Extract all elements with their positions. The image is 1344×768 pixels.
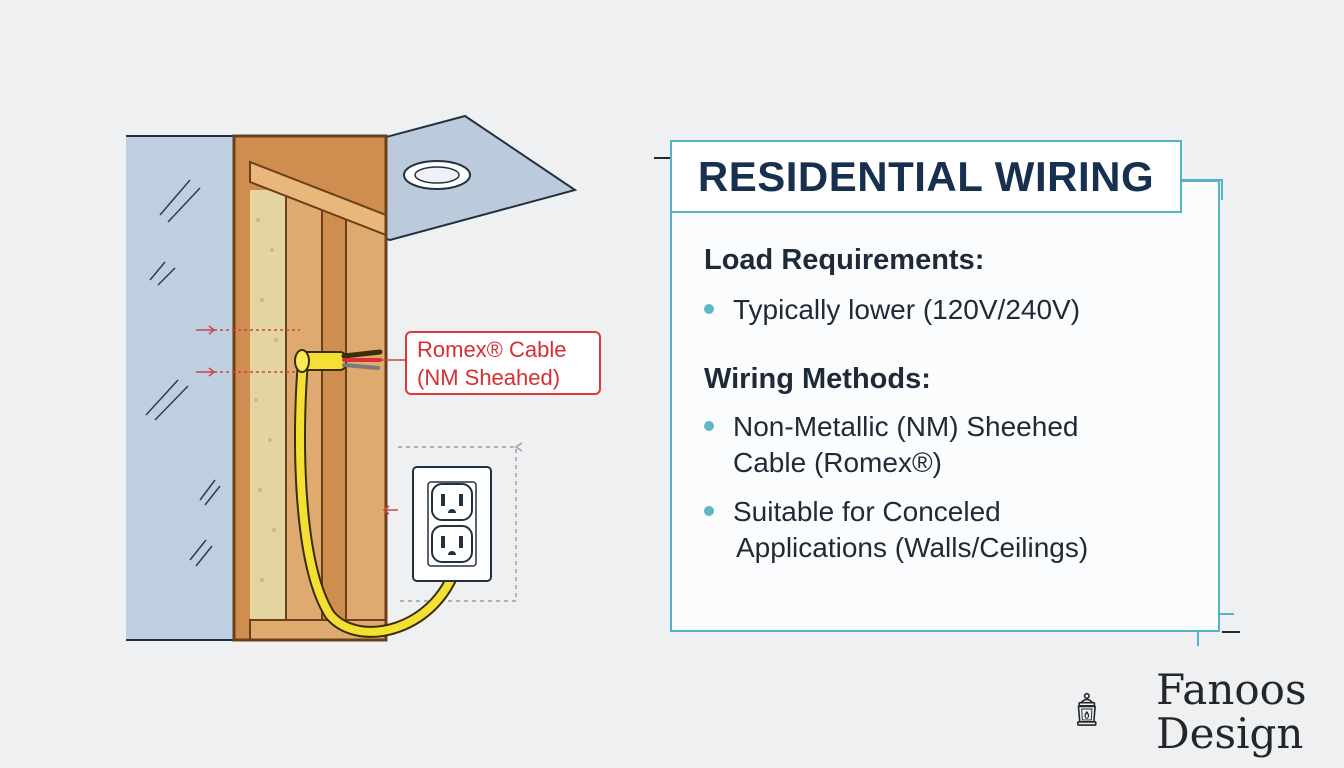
lantern-icon xyxy=(1077,692,1097,726)
bullet-dot-icon xyxy=(704,506,714,516)
bullet-item: Suitable for Conceled Applications (Wall… xyxy=(704,494,1088,566)
bullet-item: Non-Metallic (NM) Sheehed Cable (Romex®) xyxy=(704,409,1078,481)
callout-line: (NM Sheahed) xyxy=(417,365,561,390)
drywall-glare-marks xyxy=(145,179,221,567)
section-load-requirements: Load Requirements: xyxy=(704,244,984,277)
ceiling-light-fixture xyxy=(403,160,471,190)
bullet-text: Cable (Romex®) xyxy=(733,447,942,478)
bullet-text: Typically lower (120V/240V) xyxy=(733,294,1081,325)
brand-line: Fanoos xyxy=(1156,665,1307,714)
section-heading: Wiring Methods: xyxy=(704,363,931,395)
outlet-dimension-lines xyxy=(398,446,517,602)
title-box: RESIDENTIAL WIRING xyxy=(670,140,1182,213)
brand-line: Design xyxy=(1156,709,1304,758)
leader-lines xyxy=(196,325,405,515)
info-card xyxy=(670,180,1220,632)
bullet-dot-icon xyxy=(704,304,714,314)
drywall-panel xyxy=(126,136,236,640)
romex-callout: Romex® Cable (NM Sheahed) xyxy=(405,331,601,395)
bullet-text: Suitable for Conceled xyxy=(733,496,1001,527)
insulation xyxy=(250,190,286,620)
bullet-dot-icon xyxy=(704,421,714,431)
brand-name: Fanoos Design xyxy=(1156,668,1307,756)
wood-framing xyxy=(232,134,388,642)
bullet-text: Applications (Walls/Ceilings) xyxy=(736,532,1089,563)
section-heading: Load Requirements: xyxy=(704,244,985,276)
callout-line: Romex® Cable xyxy=(417,337,567,362)
page-title: RESIDENTIAL WIRING xyxy=(697,152,1155,200)
romex-cable xyxy=(294,349,464,638)
duplex-outlet-icon xyxy=(412,466,492,582)
stud-right xyxy=(345,214,387,621)
bullet-text: Non-Metallic (NM) Sheehed xyxy=(733,411,1079,442)
bullet-item: Typically lower (120V/240V) xyxy=(704,292,1080,328)
section-wiring-methods: Wiring Methods: xyxy=(704,363,931,396)
